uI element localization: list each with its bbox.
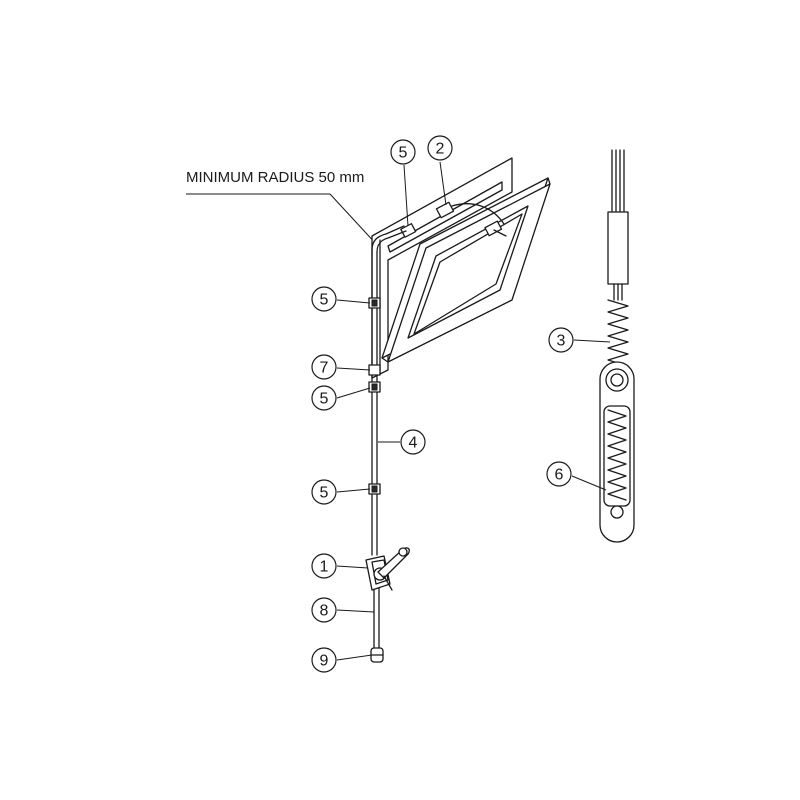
crank-operator [365, 547, 410, 591]
callout-3: 3 [548, 327, 574, 353]
end-cap [370, 647, 384, 663]
callout-7: 7 [311, 354, 337, 380]
callout-6: 6 [546, 461, 572, 487]
svg-text:5: 5 [320, 391, 329, 408]
svg-text:5: 5 [320, 485, 329, 502]
window-sash [381, 177, 551, 363]
frame-brackets [400, 201, 507, 238]
caption-leader [329, 193, 379, 247]
detail-cable-assembly [599, 149, 635, 543]
svg-text:5: 5 [399, 145, 408, 162]
callout-5-middle: 5 [311, 385, 337, 411]
leader-lines [336, 161, 611, 661]
callout-5-upper: 5 [311, 286, 337, 312]
svg-text:5: 5 [320, 292, 329, 309]
callout-2: 2 [427, 135, 453, 161]
svg-text:2: 2 [436, 141, 445, 158]
svg-text:4: 4 [409, 435, 418, 452]
svg-text:8: 8 [320, 603, 329, 620]
connector-7 [368, 364, 381, 376]
svg-text:1: 1 [320, 559, 329, 576]
callout-8: 8 [311, 597, 337, 623]
svg-text:6: 6 [555, 467, 564, 484]
cable-clips [368, 297, 381, 495]
callout-1: 1 [311, 553, 337, 579]
svg-text:3: 3 [557, 333, 566, 350]
callout-5-top: 5 [390, 139, 416, 165]
svg-text:9: 9 [320, 653, 329, 670]
svg-text:7: 7 [320, 360, 329, 377]
callout-5-lower: 5 [311, 479, 337, 505]
callout-4: 4 [400, 429, 426, 455]
minimum-radius-label: MINIMUM RADIUS 50 mm [186, 169, 364, 186]
callout-9: 9 [311, 647, 337, 673]
minimum-radius-caption: MINIMUM RADIUS 50 mm [186, 169, 379, 247]
